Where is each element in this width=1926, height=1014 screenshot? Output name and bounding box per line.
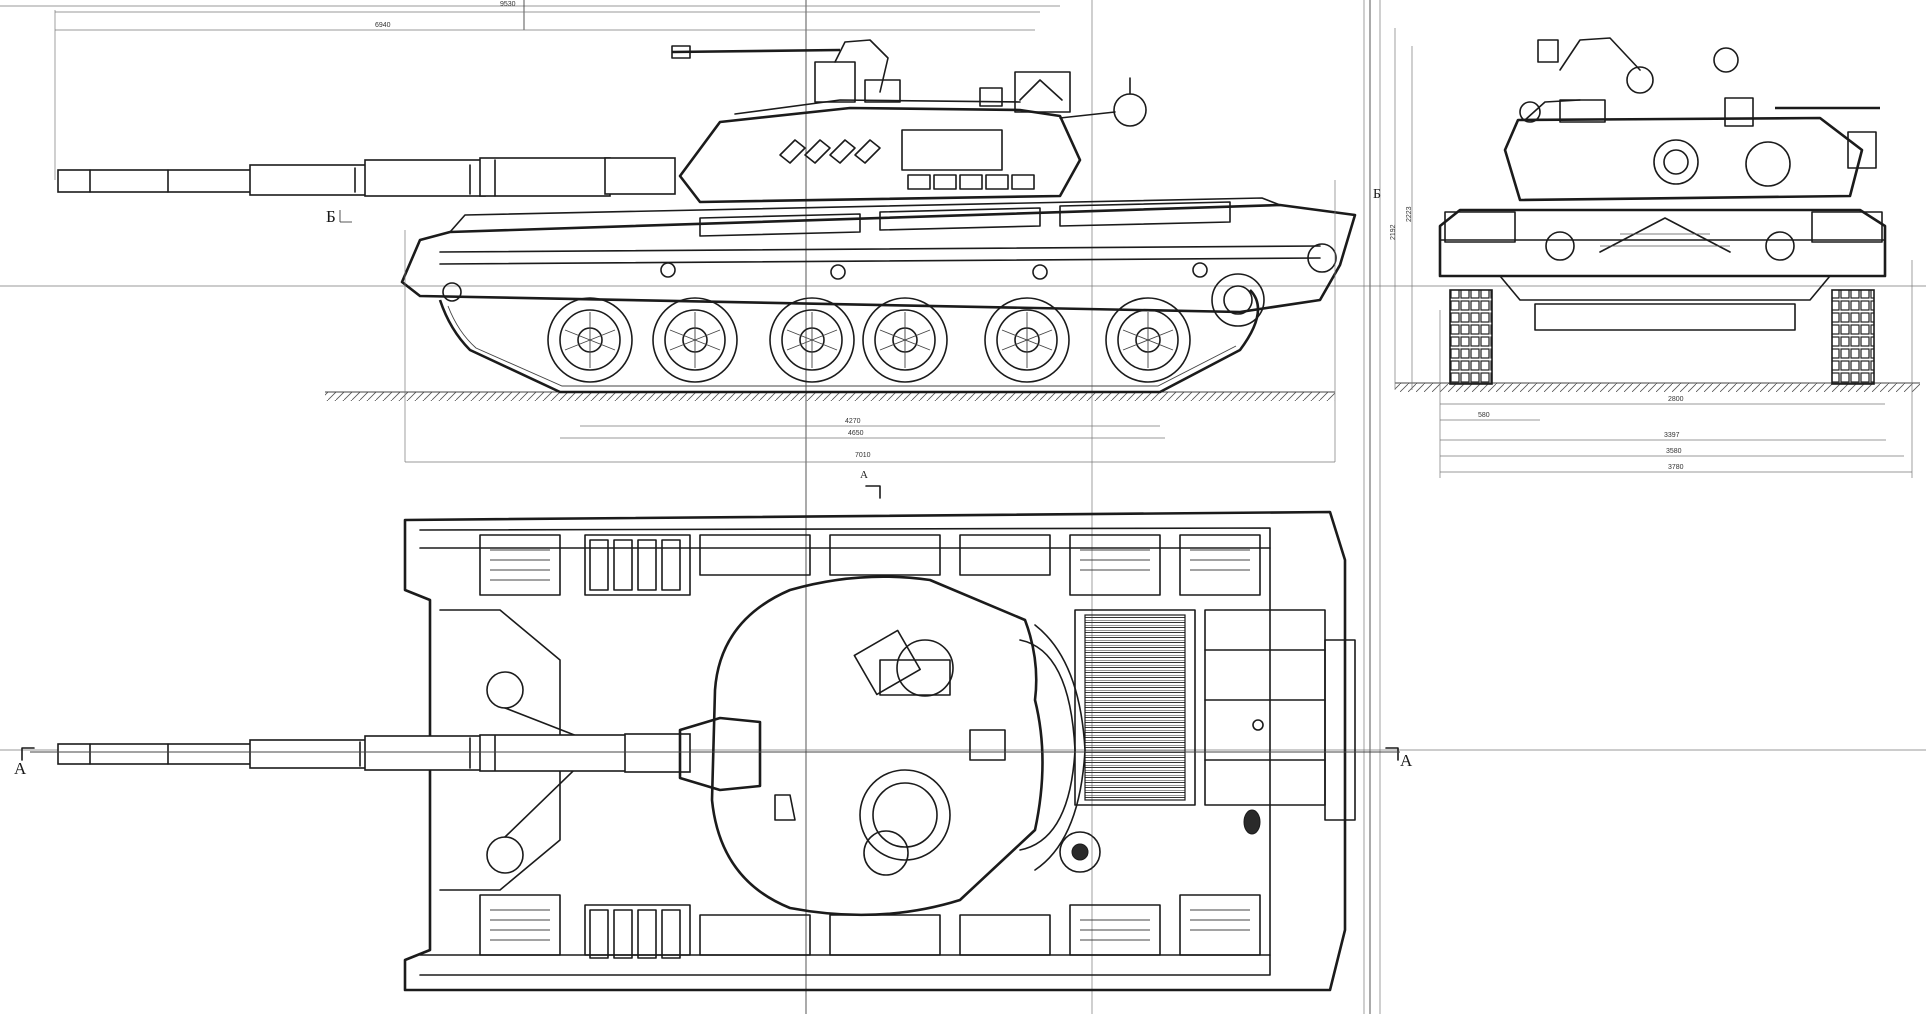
dim-front-width-2: 3580: [1666, 448, 1682, 455]
section-mark-a-right: A: [1400, 751, 1413, 770]
dim-side-wheelbase: 4270: [845, 418, 861, 425]
dim-front-width-1: 3397: [1664, 432, 1680, 439]
dim-top-turret: 6940: [375, 22, 391, 29]
dim-front-height-top: 2223: [1406, 206, 1413, 222]
section-mark-b-front: Б: [1373, 187, 1382, 202]
front-view: [1394, 28, 1920, 478]
dim-side-hull-length: 7010: [855, 452, 871, 459]
top-view: [21, 485, 1400, 992]
section-mark-a-left: A: [14, 759, 27, 778]
dim-side-track-contact: 4650: [848, 430, 864, 437]
dim-top-overall: 9530: [500, 1, 516, 8]
section-mark-b-side: Б: [326, 207, 336, 226]
dim-front-width-3: 3780: [1668, 464, 1684, 471]
dim-front-height-roof: 2192: [1390, 224, 1397, 240]
section-mark-a-top: A: [860, 469, 868, 481]
dim-front-track-width: 580: [1478, 412, 1490, 419]
side-view: [54, 10, 1357, 463]
dim-front-gauge: 2800: [1668, 396, 1684, 403]
